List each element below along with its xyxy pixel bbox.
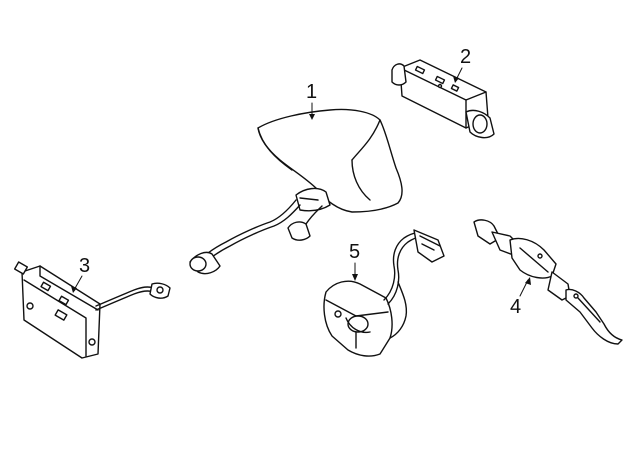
callout-3: 3 — [71, 255, 90, 293]
part-3-bracket-module — [13, 261, 171, 359]
callout-5: 5 — [349, 241, 360, 281]
part-2-amplifier — [391, 59, 495, 139]
callout-1: 1 — [306, 81, 317, 120]
part-5-sensor — [323, 229, 445, 357]
callout-5-arrowhead — [352, 274, 358, 281]
callout-4: 4 — [510, 277, 531, 318]
callout-3-number: 3 — [79, 255, 90, 277]
callout-2-arrowhead — [453, 76, 459, 83]
callout-5-number: 5 — [349, 241, 360, 263]
callout-2-number: 2 — [460, 46, 471, 68]
callout-3-arrowhead — [71, 286, 77, 293]
callout-2: 2 — [453, 46, 471, 83]
callout-4-number: 4 — [510, 296, 521, 318]
callout-1-arrowhead — [309, 114, 315, 120]
part-1-antenna-housing — [189, 108, 403, 275]
callout-4-arrowhead — [525, 277, 531, 285]
callout-1-number: 1 — [306, 81, 317, 103]
part-4-connector-lead — [473, 219, 623, 345]
